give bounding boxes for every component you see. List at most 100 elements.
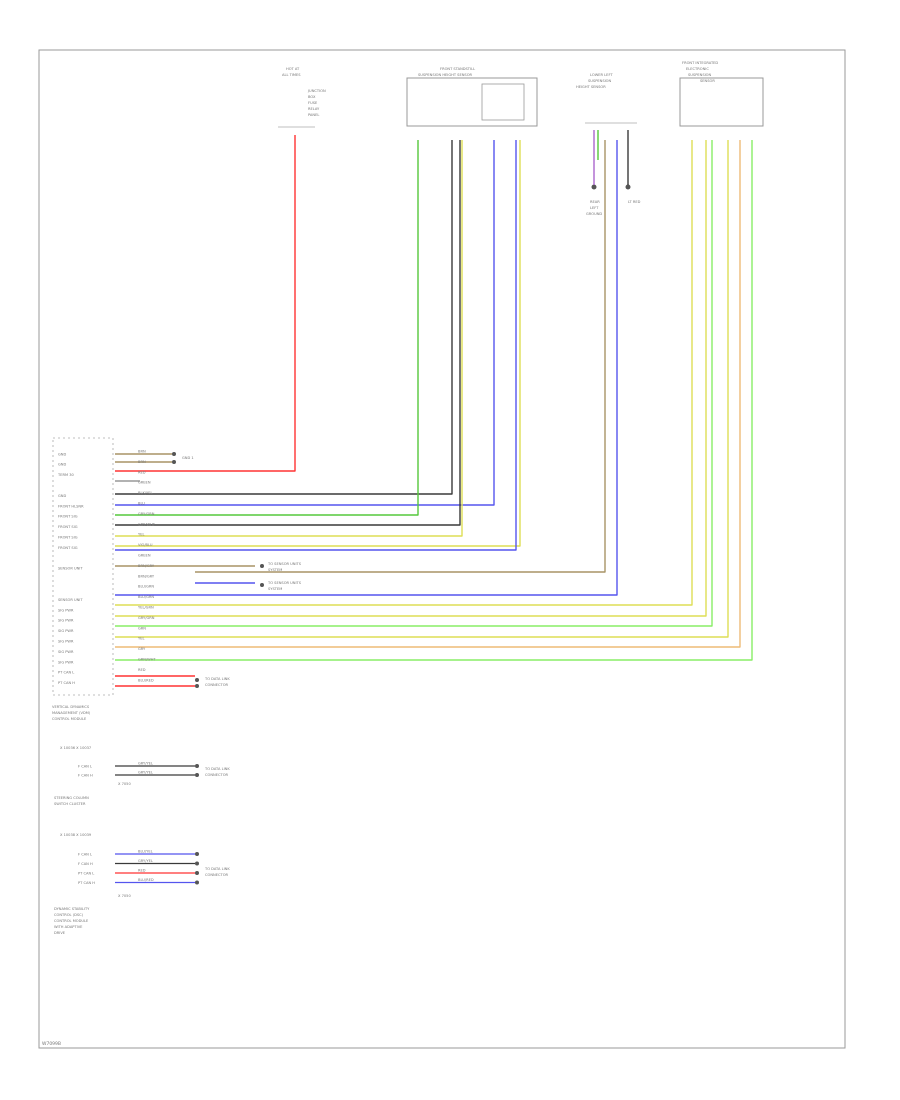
ground-branch-dot (172, 452, 176, 456)
fuse-side-note-5: PANEL (308, 113, 319, 117)
sensor-branch-label-2: SYSTEM (268, 568, 282, 572)
wire-front-sig-3 (115, 140, 463, 537)
module2-note-1: TO DATA LINK (204, 767, 230, 771)
ground-note-1: REAR (590, 200, 600, 204)
vdm-wire-color-label: BLK/YEL (138, 491, 153, 495)
vdm-wire-color-label: GRY/GRN (138, 616, 155, 620)
vdm-caption-3: CONTROL MODULE (52, 717, 87, 721)
module3-caption-1: DYNAMIC STABILITY (54, 907, 90, 911)
vdm-pin-label: FRONT SIG (58, 546, 78, 550)
vdm-pin-label: SIG PWR (58, 619, 74, 623)
module3-wire-end (195, 861, 199, 866)
vdm-wire-color-label: GREEN (138, 481, 151, 485)
vdm-pin-label: SIG PWR (58, 629, 74, 633)
fuse-side-note-2: BOX (308, 95, 316, 99)
module2-wire-label: GRY/YEL (138, 762, 153, 766)
fuse-label-line-2: ALL TIMES (282, 73, 301, 77)
vdm-wire-color-label: GRY (138, 647, 146, 651)
rear-sensor-label-3: HEIGHT SENSOR (576, 85, 606, 89)
wire-front-gnd (115, 140, 453, 495)
vdm-wire-color-label: BRN/GRY (138, 574, 155, 578)
vdm-module-box (52, 437, 114, 696)
vdm-wire-color-label: GREEN (138, 554, 151, 558)
module2-caption-1: STEERING COLUMN (54, 796, 89, 800)
ground-note-right: LT RED (628, 200, 641, 204)
sensor-branch-label-1: TO SENSOR UNITS (267, 562, 302, 566)
module2-wire-end (195, 764, 199, 768)
vdm-wire-color-label: VIO/BLU (138, 543, 153, 547)
fuse-label-line-1: HOT AT (286, 67, 300, 71)
ground-note-2: LEFT (590, 206, 599, 210)
wire-sig-pwr-2 (115, 140, 707, 617)
module3-wire-end (195, 880, 199, 885)
int-sensor-label-3: SUSPENSION (688, 73, 711, 77)
branch-notes: GND 1 TO SENSOR UNITS SYSTEM TO SENSOR U… (172, 452, 302, 688)
module3-wire-label: BLU/RED (138, 878, 154, 882)
rear-sensor-label-1: LOWER LEFT (590, 73, 613, 77)
ground-dot-left (591, 184, 597, 190)
front-sensor-box-2 (481, 83, 525, 121)
vdm-pin-label: FRONT SIG (58, 525, 78, 529)
wire-front-sig-1 (115, 140, 419, 516)
can-branch-dot (195, 678, 199, 682)
front-sensor-box-1 (406, 77, 538, 127)
vdm-pin-label: SENSOR UNIT (58, 567, 83, 571)
rear-sensor-label-2: SUSPENSION (588, 79, 611, 83)
vdm-wire-color-label: YEL/GRN (138, 606, 154, 610)
lower-left-height-sensor: LOWER LEFT SUSPENSION HEIGHT SENSOR (576, 73, 637, 124)
vdm-caption-2: MANAGEMENT (VDM) (52, 711, 91, 715)
module3-footer: X 7050 (118, 894, 131, 898)
vdm-pin-label: GND (58, 452, 66, 456)
ground-dot-right (625, 184, 631, 190)
vdm-pin-label: SIG PWR (58, 640, 74, 644)
int-sensor-label-1: FRONT INTEGRATED (682, 61, 718, 65)
vdm-pin-label: PT CAN L (58, 671, 74, 675)
vdm-caption-1: VERTICAL DYNAMICS (52, 705, 90, 709)
fuse-side-note-1: JUNCTION (307, 89, 326, 93)
vdm-wire-color-label: RED (138, 470, 146, 474)
module2-footer: X 7050 (118, 782, 131, 786)
wire-layer (115, 130, 753, 687)
ground-branch-dot-2 (172, 460, 176, 464)
wire-sensor-rear-2 (115, 140, 618, 596)
wire-front-hlsnr (115, 140, 495, 506)
module2-wire-end (195, 773, 199, 777)
wire-sig-pwr-5 (115, 140, 741, 648)
vdm-wire-color-label: BRN (138, 460, 146, 464)
ground-note-3: GROUND (586, 212, 602, 216)
module3-wire-end (195, 871, 199, 875)
vdm-pin-label: SIG PWR (58, 650, 74, 654)
vdm-pin-label: FRONT SIG (58, 515, 78, 519)
module3-pin-label: F CAN H (78, 862, 93, 866)
module3-note-1: TO DATA LINK (204, 867, 230, 871)
int-sensor-box (679, 77, 764, 127)
vdm-pin-label: FRONT HLSNR (58, 504, 84, 508)
front-height-sensor: FRONT STANDSTILL SUSPENSION HEIGHT SENSO… (406, 67, 538, 127)
sensor-branch-dot (260, 564, 264, 568)
module3-caption-5: DRIVE (54, 931, 66, 935)
vdm-wire-color-label: BRN/GRY (138, 564, 155, 568)
module2-header: X 10036 X 10037 (60, 746, 91, 750)
vdm-wire-color-label: GRN/WHT (138, 658, 156, 662)
rear-ground-note: REAR LEFT GROUND LT RED (586, 184, 641, 216)
module2-pin-label: F CAN L (78, 764, 92, 768)
vdm-wire-color-label: GRY/WHT (138, 522, 156, 526)
wire-sig-pwr-4 (115, 140, 729, 638)
vdm-wire-color-label: BLU (138, 502, 145, 506)
vdm-wire-color-label: YEL (138, 637, 144, 641)
wire-sig-pwr-3 (115, 140, 713, 627)
module3-caption-3: CONTROL MODULE (54, 919, 89, 923)
module3-caption-2: CONTROL (DSC) (54, 913, 84, 917)
wire-sig-pwr-6 (115, 140, 753, 661)
module3-pin-label: PT CAN L (78, 871, 94, 875)
vdm-pin-label: SIG PWR (58, 660, 74, 664)
module3-wire-label: BLU/YEL (138, 850, 153, 854)
vdm-wire-color-label: RED (138, 668, 146, 672)
vdm-pin-label: GND (58, 463, 66, 467)
wire-front-sig-5 (115, 140, 517, 551)
